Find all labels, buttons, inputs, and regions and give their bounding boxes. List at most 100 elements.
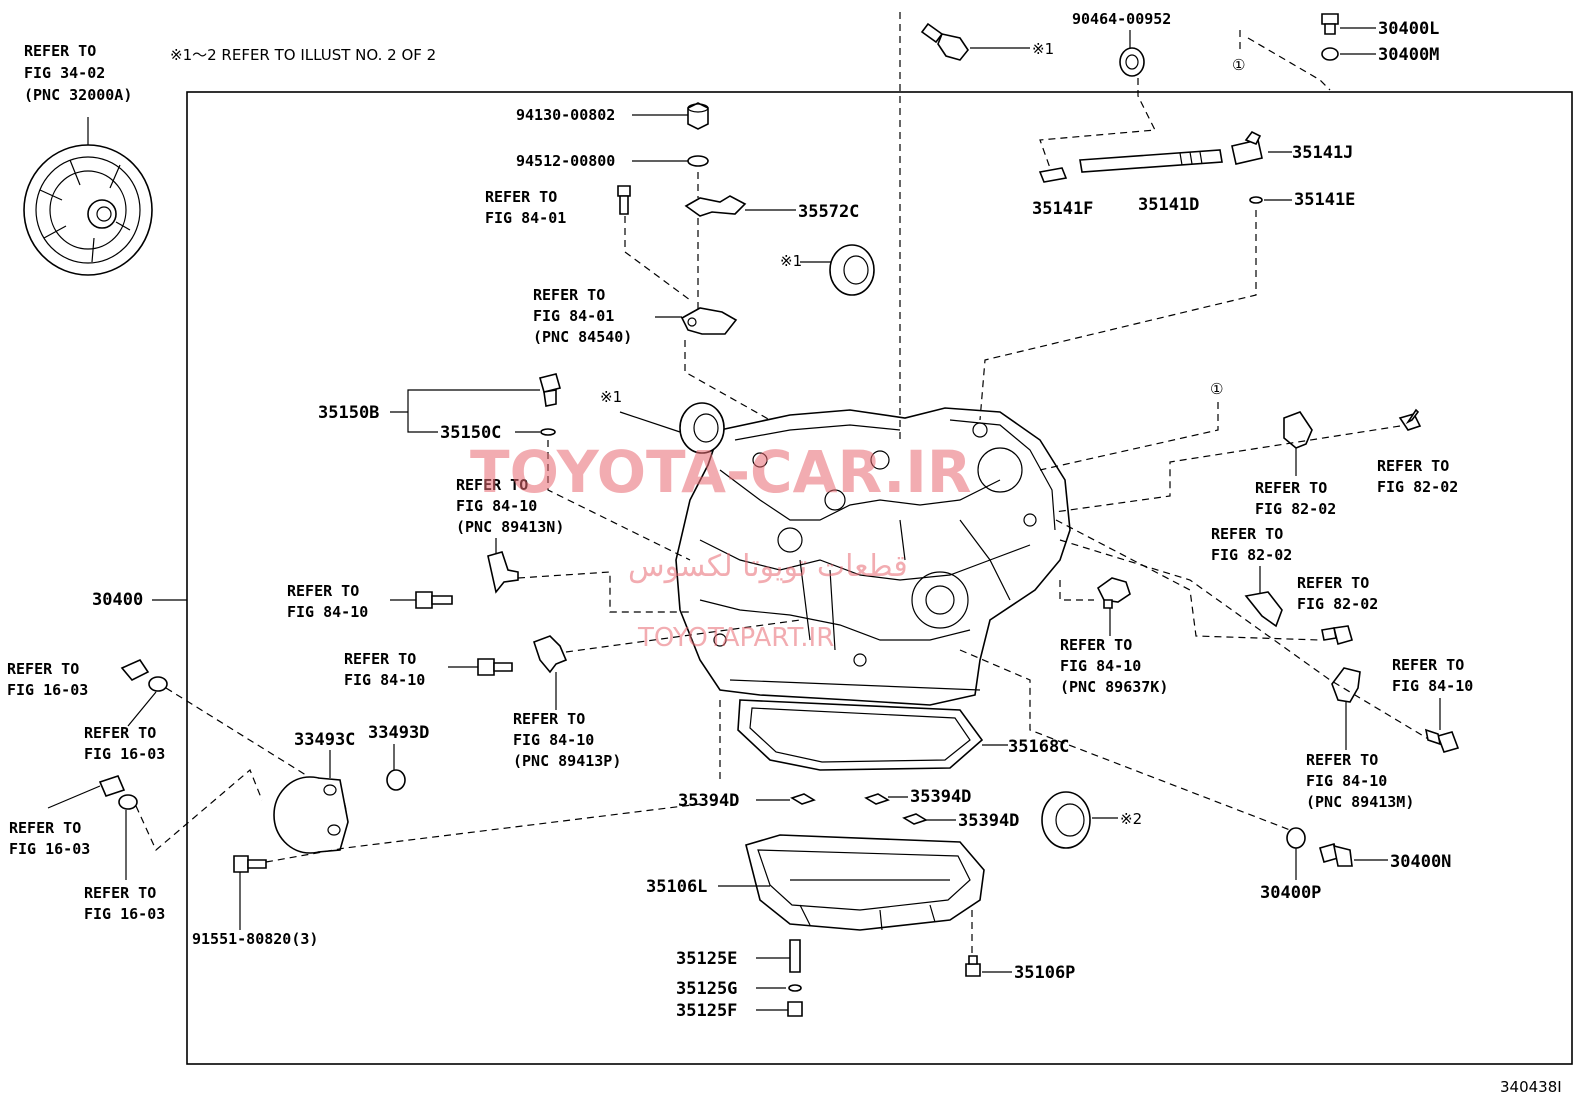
bolt-82-02d-part[interactable] xyxy=(1321,625,1353,645)
oring-35150C-part[interactable] xyxy=(540,428,556,436)
clamp-16-03a-part[interactable] xyxy=(148,676,168,692)
bracket-82-02c-part[interactable] xyxy=(1244,591,1283,628)
label-35150C[interactable]: 35150C xyxy=(440,423,501,443)
clamp-16-03b-ref-line1: REFER TO xyxy=(84,884,156,902)
nut-94130-part[interactable] xyxy=(687,102,709,130)
oil-seal-left-part[interactable] xyxy=(679,402,725,454)
oring-33493D-part[interactable] xyxy=(386,769,406,791)
bolt-84-10b-ref-line2: FIG 84-10 xyxy=(344,671,425,689)
union-35141J-part[interactable] xyxy=(1231,130,1263,165)
magnet-35394D-b-part[interactable] xyxy=(864,793,890,805)
label-35106L[interactable]: 35106L xyxy=(646,877,707,897)
magnet-35394D-a-part[interactable] xyxy=(790,793,816,805)
label-30400L[interactable]: 30400L xyxy=(1378,19,1439,39)
sensor-89413p-ref-line1: REFER TO xyxy=(513,710,585,728)
sensor-89413M-part[interactable] xyxy=(1331,667,1361,703)
bolt-fig-84-01-part[interactable] xyxy=(617,185,631,215)
torque-converter-ref-line1: REFER TO xyxy=(24,42,96,60)
plug-35125E-part[interactable] xyxy=(789,939,801,973)
sensor-89637K-part[interactable] xyxy=(1096,577,1131,609)
sensor-89413m-ref-line2: FIG 84-10 xyxy=(1306,772,1387,790)
sensor-89413N-part[interactable] xyxy=(487,551,519,594)
sensor-89413p-ref-line3: (PNC 89413P) xyxy=(513,752,621,770)
sensor-89413m-ref-line1: REFER TO xyxy=(1306,751,1378,769)
bracket-84540-part[interactable] xyxy=(680,307,738,335)
bolt-84-10a-part[interactable] xyxy=(415,591,453,609)
label-94130-00802[interactable]: 94130-00802 xyxy=(516,106,615,124)
clamp-16-03a-ref-line2: FIG 16-03 xyxy=(84,745,165,763)
bolt-84-10c-ref-line2: FIG 84-10 xyxy=(1392,677,1473,695)
bracket-84540-ref-line2: FIG 84-01 xyxy=(533,307,614,325)
clamp-90464-part[interactable] xyxy=(1119,47,1145,77)
gasket-30400M-part[interactable] xyxy=(1321,47,1339,61)
ref1-bolt-symbol: ※1 xyxy=(1032,40,1054,58)
oil-cooler-33493C-part[interactable] xyxy=(273,776,349,854)
bolt-35106P-part[interactable] xyxy=(965,955,981,977)
label-30400[interactable]: 30400 xyxy=(92,590,143,610)
bolt-82-02b-part[interactable] xyxy=(1398,408,1422,431)
oil-seal-ref2-part[interactable] xyxy=(1041,791,1091,849)
label-35125E[interactable]: 35125E xyxy=(676,949,737,969)
bracket-82-02a-part[interactable] xyxy=(1283,411,1313,449)
label-94512-00800[interactable]: 94512-00800 xyxy=(516,152,615,170)
bracket-84540-ref-line1: REFER TO xyxy=(533,286,605,304)
label-35572C[interactable]: 35572C xyxy=(798,202,859,222)
label-33493D[interactable]: 33493D xyxy=(368,723,429,743)
bolt-84-10b-ref-line1: REFER TO xyxy=(344,650,416,668)
header-note: ※1～2 REFER TO ILLUST NO. 2 OF 2 xyxy=(170,46,436,64)
sensor-89413p-ref-line2: FIG 84-10 xyxy=(513,731,594,749)
bolt-84-10c-part[interactable] xyxy=(1424,728,1460,753)
fig8202b-ref-line1: REFER TO xyxy=(1377,457,1449,475)
gasket-35125G-part[interactable] xyxy=(788,984,802,992)
transaxle-case-part[interactable] xyxy=(675,407,1071,706)
leader-hose-16-03b xyxy=(47,785,101,809)
torque-converter-ref-line3: (PNC 32000A) xyxy=(24,86,132,104)
gasket-30400P-part[interactable] xyxy=(1286,827,1306,849)
torque-converter-part[interactable] xyxy=(23,144,153,276)
label-91551-80820[interactable]: 91551-80820(3) xyxy=(192,930,318,948)
label-90464-00952[interactable]: 90464-00952 xyxy=(1072,10,1171,28)
plug-35150B-part[interactable] xyxy=(539,373,561,407)
hose-16-03b-part[interactable] xyxy=(98,775,126,797)
illustration-id: 340438I xyxy=(1500,1078,1562,1096)
label-35125F[interactable]: 35125F xyxy=(676,1001,737,1021)
plug-30400L-part[interactable] xyxy=(1321,13,1339,35)
clamp-16-03b-ref-line2: FIG 16-03 xyxy=(84,905,165,923)
oil-pan-gasket-part[interactable] xyxy=(737,699,984,771)
oil-seal-top-part[interactable] xyxy=(829,244,875,296)
washer-94512-part[interactable] xyxy=(687,155,709,167)
label-30400M[interactable]: 30400M xyxy=(1378,45,1439,65)
label-35394D-a[interactable]: 35394D xyxy=(678,791,739,811)
label-35168C[interactable]: 35168C xyxy=(1008,737,1069,757)
label-35141D[interactable]: 35141D xyxy=(1138,195,1199,215)
plug-30400N-part[interactable] xyxy=(1319,843,1353,867)
label-30400N[interactable]: 30400N xyxy=(1390,852,1451,872)
oil-pan-35106L-part[interactable] xyxy=(745,834,985,931)
label-35141J[interactable]: 35141J xyxy=(1292,143,1353,163)
sensor-89413P-part[interactable] xyxy=(532,635,568,674)
plug-35125F-part[interactable] xyxy=(787,1001,803,1017)
sensor-89637k-ref-line1: REFER TO xyxy=(1060,636,1132,654)
tube-35141D-part[interactable] xyxy=(1079,149,1223,173)
oring-35141E-part[interactable] xyxy=(1249,196,1263,204)
bolt-84-10b-part[interactable] xyxy=(477,658,513,676)
dash-82-02-to-case xyxy=(1054,425,1401,513)
label-35125G[interactable]: 35125G xyxy=(676,979,737,999)
label-35394D-c[interactable]: 35394D xyxy=(958,811,1019,831)
label-33493C[interactable]: 33493C xyxy=(294,730,355,750)
union-35141F-part[interactable] xyxy=(1038,167,1068,183)
clamp-16-03b-part[interactable] xyxy=(118,794,138,810)
dash-oring-to-case-left xyxy=(547,440,691,561)
hose-16-03a-part[interactable] xyxy=(120,658,150,681)
bracket-35572C-part[interactable] xyxy=(684,195,747,217)
label-35150B[interactable]: 35150B xyxy=(318,403,379,423)
label-35106P[interactable]: 35106P xyxy=(1014,963,1075,983)
label-35141F[interactable]: 35141F xyxy=(1032,199,1093,219)
label-35141E[interactable]: 35141E xyxy=(1294,190,1355,210)
label-35394D-b[interactable]: 35394D xyxy=(910,787,971,807)
bolt-ref1-top-part[interactable] xyxy=(920,22,969,61)
magnet-35394D-c-part[interactable] xyxy=(902,813,928,825)
label-30400P[interactable]: 30400P xyxy=(1260,883,1321,903)
bolt-91551-part[interactable] xyxy=(233,855,267,873)
